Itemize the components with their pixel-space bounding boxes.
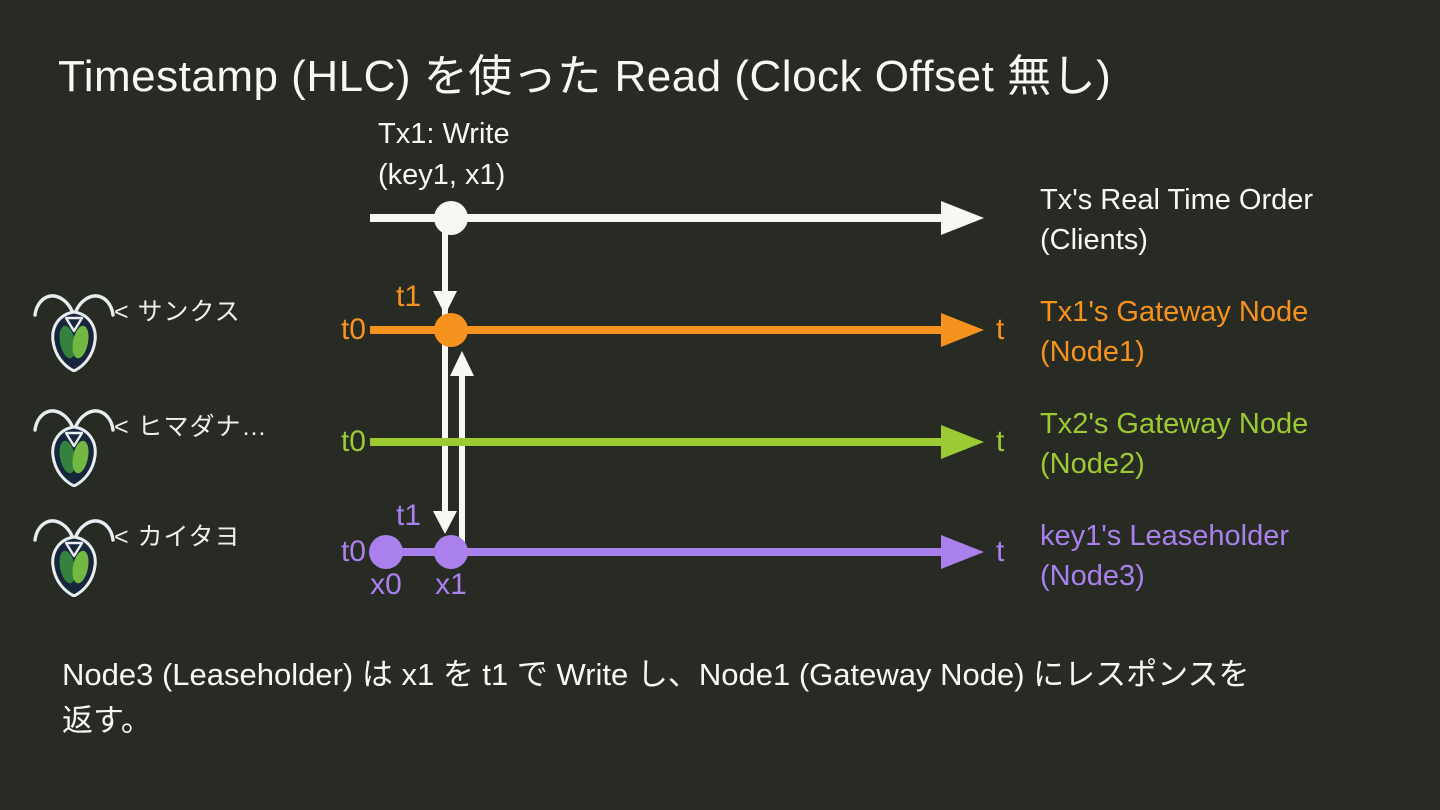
legend-node2-line2: (Node2) [1040, 448, 1145, 480]
cockroach-firefly-icon [30, 286, 118, 372]
cockroach-firefly-icon [30, 511, 118, 597]
legend-clients: Tx's Real Time Order (Clients) [1040, 180, 1313, 260]
timeline-clients [370, 201, 984, 235]
timeline-node1 [370, 313, 984, 347]
tick-t0-node2: t0 [340, 425, 366, 458]
arrowhead-icon [941, 201, 984, 235]
legend-node1-line2: (Node1) [1040, 336, 1145, 368]
write-response-arrow [450, 351, 474, 552]
legend-node3-line2: (Node3) [1040, 560, 1145, 592]
firefly-speech-3: < カイタヨ [114, 523, 241, 551]
arrowhead-icon [941, 313, 984, 347]
tick-t-end-node3: t [996, 535, 1005, 568]
cockroach-firefly-icon [30, 401, 118, 487]
tick-t-end-node1: t [996, 313, 1005, 346]
x1-value-dot [434, 535, 468, 569]
tick-t-end-node2: t [996, 425, 1005, 458]
tick-x0-node3: x0 [370, 568, 402, 601]
legend-node1: Tx1's Gateway Node (Node1) [1040, 292, 1308, 372]
annotation-line2: (key1, x1) [378, 159, 506, 191]
annotation-line1: Tx1: Write [378, 118, 510, 150]
firefly-speech-2: < ヒマダナ… [114, 413, 268, 441]
tx1-write-annotation: Tx1: Write (key1, x1) [378, 114, 510, 196]
tick-t1-node1: t1 [396, 280, 422, 313]
t1-event-dot [434, 313, 468, 347]
timeline-node3 [369, 535, 984, 569]
timeline-node2 [370, 425, 984, 459]
legend-node3-line1: key1's Leaseholder [1040, 520, 1289, 552]
legend-node3: key1's Leaseholder (Node3) [1040, 516, 1289, 596]
tick-x1-node3: x1 [435, 568, 467, 601]
legend-node2: Tx2's Gateway Node (Node2) [1040, 404, 1308, 484]
x0-value-dot [369, 535, 403, 569]
tick-t0-node3: t0 [340, 535, 366, 568]
arrowhead-icon [941, 425, 984, 459]
legend-node1-line1: Tx1's Gateway Node [1040, 296, 1309, 328]
page-title: Timestamp (HLC) を使った Read (Clock Offset … [58, 52, 1112, 101]
legend-clients-line1: Tx's Real Time Order [1040, 184, 1314, 216]
tick-t1-node3: t1 [396, 499, 422, 532]
firefly-speech-1: < サンクス [114, 298, 241, 326]
legend-node2-line1: Tx2's Gateway Node [1040, 408, 1309, 440]
footer-note-line1: Node3 (Leaseholder) は x1 を t1 で Write し、… [62, 657, 1250, 692]
write-event-dot [434, 201, 468, 235]
arrowhead-icon [941, 535, 984, 569]
legend-clients-line2: (Clients) [1040, 224, 1148, 256]
tick-t0-node1: t0 [340, 313, 366, 346]
footer-note: Node3 (Leaseholder) は x1 を t1 で Write し、… [62, 652, 1250, 744]
footer-note-line2: 返す。 [62, 703, 152, 738]
write-request-arrow [433, 221, 457, 534]
